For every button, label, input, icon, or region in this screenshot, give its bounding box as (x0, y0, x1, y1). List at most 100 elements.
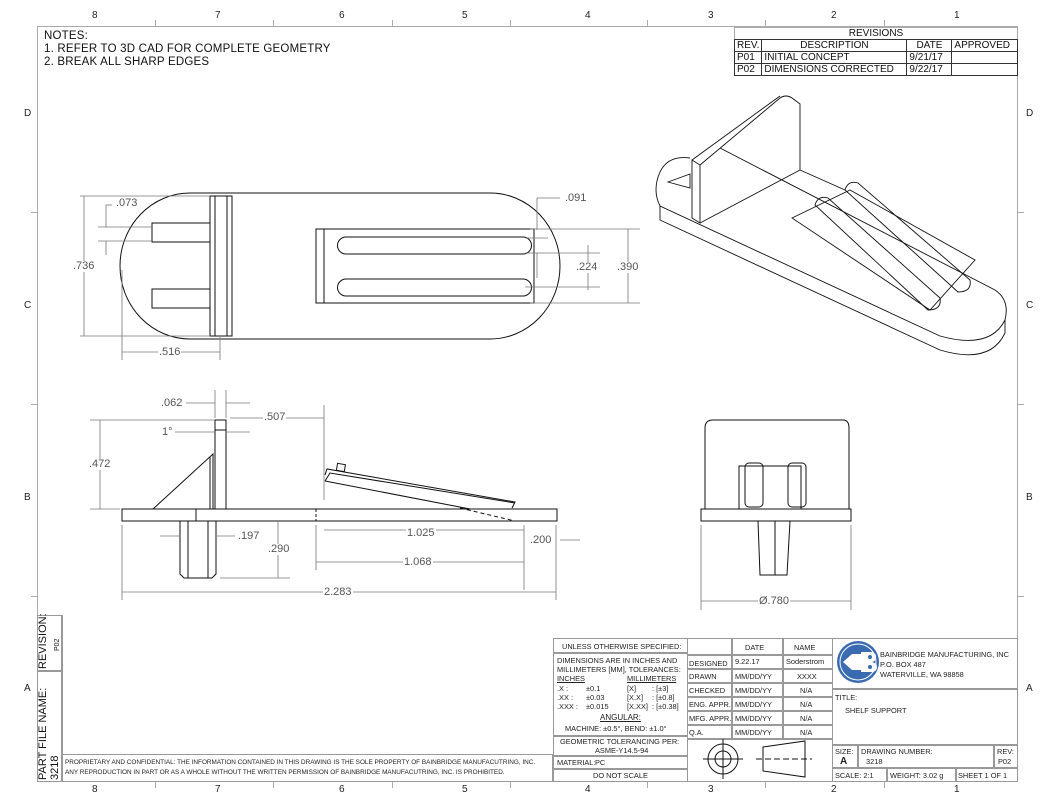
zone-col-4-bottom: 4 (585, 784, 591, 795)
zone-col-8: 8 (92, 10, 98, 21)
part-file-name-label: PART FILE NAME: (37, 687, 49, 780)
drawing-number-value: 3218 (866, 757, 883, 766)
dim-290: .290 (267, 543, 291, 555)
weight-value: WEIGHT: 3.02 g (890, 771, 944, 780)
rev-value: P02 (998, 757, 1012, 766)
dim-780-diameter: Ø.780 (758, 595, 790, 607)
tol-geo-line1: GEOMETRIC TOLERANCING PER: (560, 737, 680, 746)
zone-row-c: C (24, 300, 32, 311)
size-value: A (840, 756, 848, 767)
tol-header: UNLESS OTHERWISE SPECIFIED: (562, 642, 682, 651)
zone-col-6: 6 (339, 10, 345, 21)
dim-091: .091 (564, 192, 588, 204)
material-label: MATERIAL: (557, 758, 596, 767)
zone-row-d: D (24, 108, 32, 119)
tol-col-mm: MILLIMETERS (627, 674, 677, 683)
dim-390: .390 (616, 261, 640, 273)
company-name: BAINBRIDGE MANUFACTURING, INC (880, 650, 1009, 659)
tol-divider-1 (553, 652, 688, 654)
proprietary-line-1: PROPRIETARY AND CONFIDENTIAL: THE INFORM… (65, 759, 536, 766)
isometric-view (655, 95, 1007, 356)
tol-divider-4 (553, 768, 688, 770)
zone-col-2-bottom: 2 (831, 784, 837, 795)
tol-geo-line2: ASME-Y14.5-94 (595, 746, 649, 755)
dim-2283: 2.283 (323, 586, 353, 598)
zone-col-8-bottom: 8 (92, 784, 98, 795)
side-view (700, 419, 852, 576)
zone-row-b: B (24, 492, 31, 503)
approvals-header-name: NAME (794, 643, 816, 652)
notes-heading: NOTES: (44, 30, 89, 42)
revisions-table: REVISIONS REV. DESCRIPTION DATE APPROVED… (733, 27, 1018, 76)
dim-736: .736 (72, 260, 96, 272)
zone-col-3-bottom: 3 (708, 784, 714, 795)
material-value: PC (595, 758, 606, 767)
zone-col-5: 5 (462, 10, 468, 21)
tol-divider-3 (553, 755, 688, 757)
zone-col-5-bottom: 5 (462, 784, 468, 795)
zone-row-a: A (24, 683, 31, 694)
zone-col-6-bottom: 6 (339, 784, 345, 795)
tb-divider-2 (832, 744, 1018, 746)
tb-divider-v2 (993, 744, 995, 767)
title-label: TITLE: (835, 693, 858, 702)
dim-200: .200 (529, 534, 553, 546)
tol-dims-line2: MILLIMETERS [MM], TOLERANCES: (557, 665, 681, 674)
tb-divider-1 (832, 688, 1018, 690)
part-file-name-value: 3218 (49, 755, 61, 780)
company-address-2: WATERVILLE, WA 98858 (880, 670, 964, 679)
do-not-scale: DO NOT SCALE (593, 771, 648, 780)
dim-073: .073 (115, 197, 139, 209)
tb-divider-3 (832, 767, 1018, 769)
note-item-1: 1. REFER TO 3D CAD FOR COMPLETE GEOMETRY (44, 43, 331, 55)
dim-1068: 1.068 (403, 556, 433, 568)
proprietary-notice: PROPRIETARY AND CONFIDENTIAL: THE INFORM… (65, 758, 535, 778)
revision-label: REVISION: (37, 613, 49, 669)
approvals-header-date: DATE (745, 643, 765, 652)
dim-507: .507 (263, 411, 287, 423)
scale-value: SCALE: 2:1 (835, 771, 874, 780)
note-item-2: 2. BREAK ALL SHARP EDGES (44, 56, 210, 68)
dim-1025: 1.025 (406, 527, 436, 539)
tb-divider-v4 (955, 767, 957, 782)
notes-block: NOTES: 1. REFER TO 3D CAD FOR COMPLETE G… (44, 30, 331, 69)
dim-224: .224 (575, 261, 599, 273)
title-block (832, 638, 1018, 782)
revision-row: P01 INITIAL CONCEPT 9/21/17 (733, 51, 1018, 64)
zone-row-d-right: D (1026, 108, 1034, 119)
tb-divider-v3 (886, 767, 888, 782)
tol-col-inches: INCHES (557, 674, 585, 683)
tol-angular-label: ANGULAR: (600, 713, 641, 722)
front-view (121, 419, 558, 579)
drawing-number-label: DRAWING NUMBER: (861, 747, 933, 756)
company-address-1: P.O. BOX 487 (880, 660, 926, 669)
zone-col-7-bottom: 7 (215, 784, 221, 795)
zone-row-c-right: C (1026, 300, 1034, 311)
dim-516: .516 (158, 346, 182, 358)
tol-dims-line1: DIMENSIONS ARE IN INCHES AND (557, 656, 678, 665)
size-label: SIZE: (835, 747, 854, 756)
dim-197: .197 (237, 530, 261, 542)
proprietary-box (61, 754, 553, 782)
zone-row-a-right: A (1026, 683, 1033, 694)
zone-row-b-right: B (1026, 492, 1033, 503)
zone-col-1-bottom: 1 (954, 784, 960, 795)
zone-col-7: 7 (215, 10, 221, 21)
revision-row: P02 DIMENSIONS CORRECTED 9/22/17 (733, 63, 1018, 76)
top-view (119, 192, 561, 340)
proprietary-line-2: ANY REPRODUCTION IN PART OR AS A WHOLE W… (65, 769, 505, 776)
side-panel-divider-h (37, 670, 62, 672)
tb-divider-v1 (857, 744, 859, 767)
zone-col-1: 1 (954, 10, 960, 21)
revision-value: P02 (54, 638, 61, 651)
tol-angular-value: MACHINE: ±0.5°, BEND: ±1.0° (565, 724, 667, 733)
rev-label: REV: (997, 747, 1014, 756)
zone-col-3: 3 (708, 10, 714, 21)
dim-062: .062 (160, 397, 184, 409)
title-value: SHELF SUPPORT (845, 706, 907, 715)
dim-472: .472 (88, 458, 112, 470)
zone-col-2: 2 (831, 10, 837, 21)
zone-col-4: 4 (585, 10, 591, 21)
dim-1deg: 1° (161, 426, 174, 438)
